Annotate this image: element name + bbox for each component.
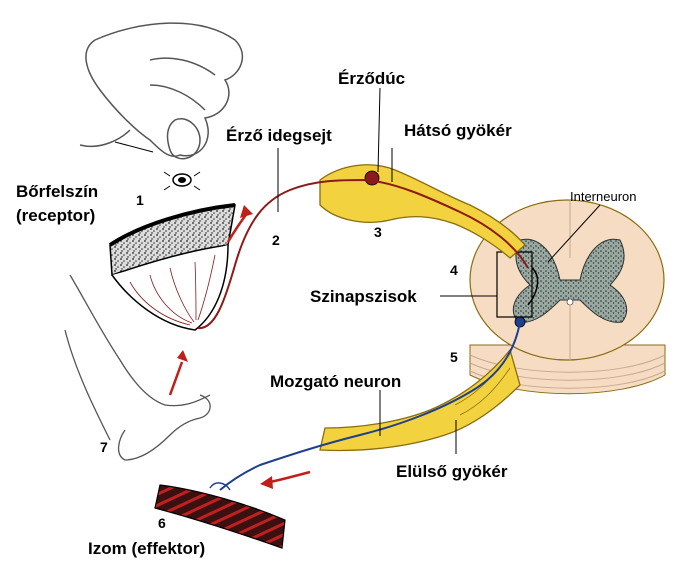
ventral-root-label: Elülső gyökér bbox=[396, 462, 508, 481]
leader-lines bbox=[277, 87, 601, 454]
hand-drawing bbox=[79, 22, 244, 160]
leg-movement-arrow bbox=[168, 350, 188, 396]
synapses-label: Szinapszisok bbox=[310, 287, 417, 306]
step-number-4: 4 bbox=[450, 262, 458, 278]
step-number-3: 3 bbox=[374, 224, 382, 240]
receptor-pointer bbox=[114, 141, 154, 153]
motor-fiber bbox=[219, 321, 521, 491]
ganglion-label: Érződúc bbox=[338, 69, 406, 88]
motor-direction-arrow bbox=[260, 470, 311, 489]
step-number-5: 5 bbox=[450, 349, 458, 365]
dorsal-root-label: Hátsó gyökér bbox=[404, 121, 512, 140]
muscle-effector bbox=[154, 482, 286, 549]
step-number-1: 1 bbox=[136, 192, 144, 208]
stimulus-icon bbox=[163, 171, 201, 191]
skin-surface-label: Bőrfelszín bbox=[16, 182, 99, 201]
interneuron-label: Interneuron bbox=[570, 189, 637, 204]
sensory-neuron-label: Érző idegsejt bbox=[226, 126, 332, 145]
motor-neuron-label: Mozgató neuron bbox=[270, 372, 402, 391]
muscle-label: Izom (effektor) bbox=[88, 539, 206, 558]
interneuron-fiber bbox=[527, 267, 539, 306]
dorsal-root-ganglion bbox=[319, 164, 526, 259]
receptor-label: (receptor) bbox=[16, 206, 96, 225]
step-number-6: 6 bbox=[158, 515, 166, 531]
sensory-direction-arrow bbox=[226, 205, 253, 243]
sensory-fiber bbox=[197, 178, 529, 330]
skin-section bbox=[108, 203, 236, 331]
leg-drawing bbox=[64, 274, 211, 461]
step-number-2: 2 bbox=[272, 232, 280, 248]
sensory-neuron-soma bbox=[364, 170, 380, 186]
step-number-7: 7 bbox=[100, 439, 108, 455]
